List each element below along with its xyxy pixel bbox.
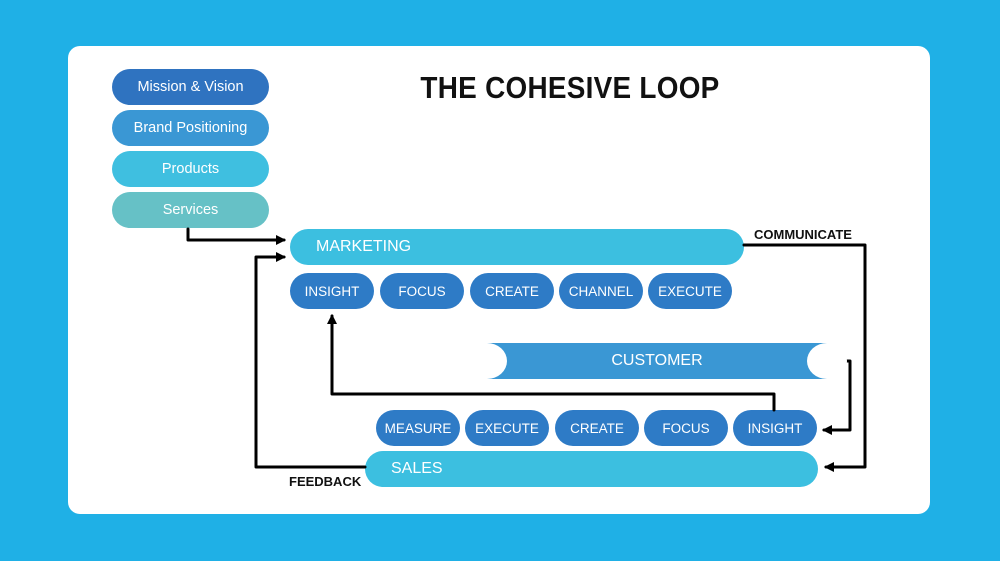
- insight-feedback-arrow: [327, 314, 776, 412]
- sales-bar: SALES: [365, 451, 818, 487]
- diagram-title: THE COHESIVE LOOP: [420, 70, 720, 105]
- sales-step-measure: MEASURE: [376, 410, 460, 446]
- communicate-arrow: [742, 243, 867, 472]
- customer-banner: CUSTOMER: [487, 343, 827, 379]
- marketing-bar: MARKETING: [290, 229, 744, 265]
- sales-step-execute: EXECUTE: [465, 410, 549, 446]
- marketing-step-create: CREATE: [470, 273, 554, 309]
- marketing-step-channel: CHANNEL: [559, 273, 643, 309]
- marketing-step-execute: EXECUTE: [648, 273, 732, 309]
- marketing-step-insight: INSIGHT: [290, 273, 374, 309]
- input-services: Services: [112, 192, 269, 228]
- input-products: Products: [112, 151, 269, 187]
- input-mission-vision: Mission & Vision: [112, 69, 269, 105]
- marketing-step-focus: FOCUS: [380, 273, 464, 309]
- sales-step-focus: FOCUS: [644, 410, 728, 446]
- sales-step-create: CREATE: [555, 410, 639, 446]
- services-to-marketing-arrow: [186, 227, 286, 245]
- feedback-label: FEEDBACK: [289, 474, 362, 489]
- input-brand-positioning: Brand Positioning: [112, 110, 269, 146]
- communicate-label: COMMUNICATE: [754, 227, 852, 242]
- feedback-arrow: [254, 252, 367, 469]
- sales-step-insight: INSIGHT: [733, 410, 817, 446]
